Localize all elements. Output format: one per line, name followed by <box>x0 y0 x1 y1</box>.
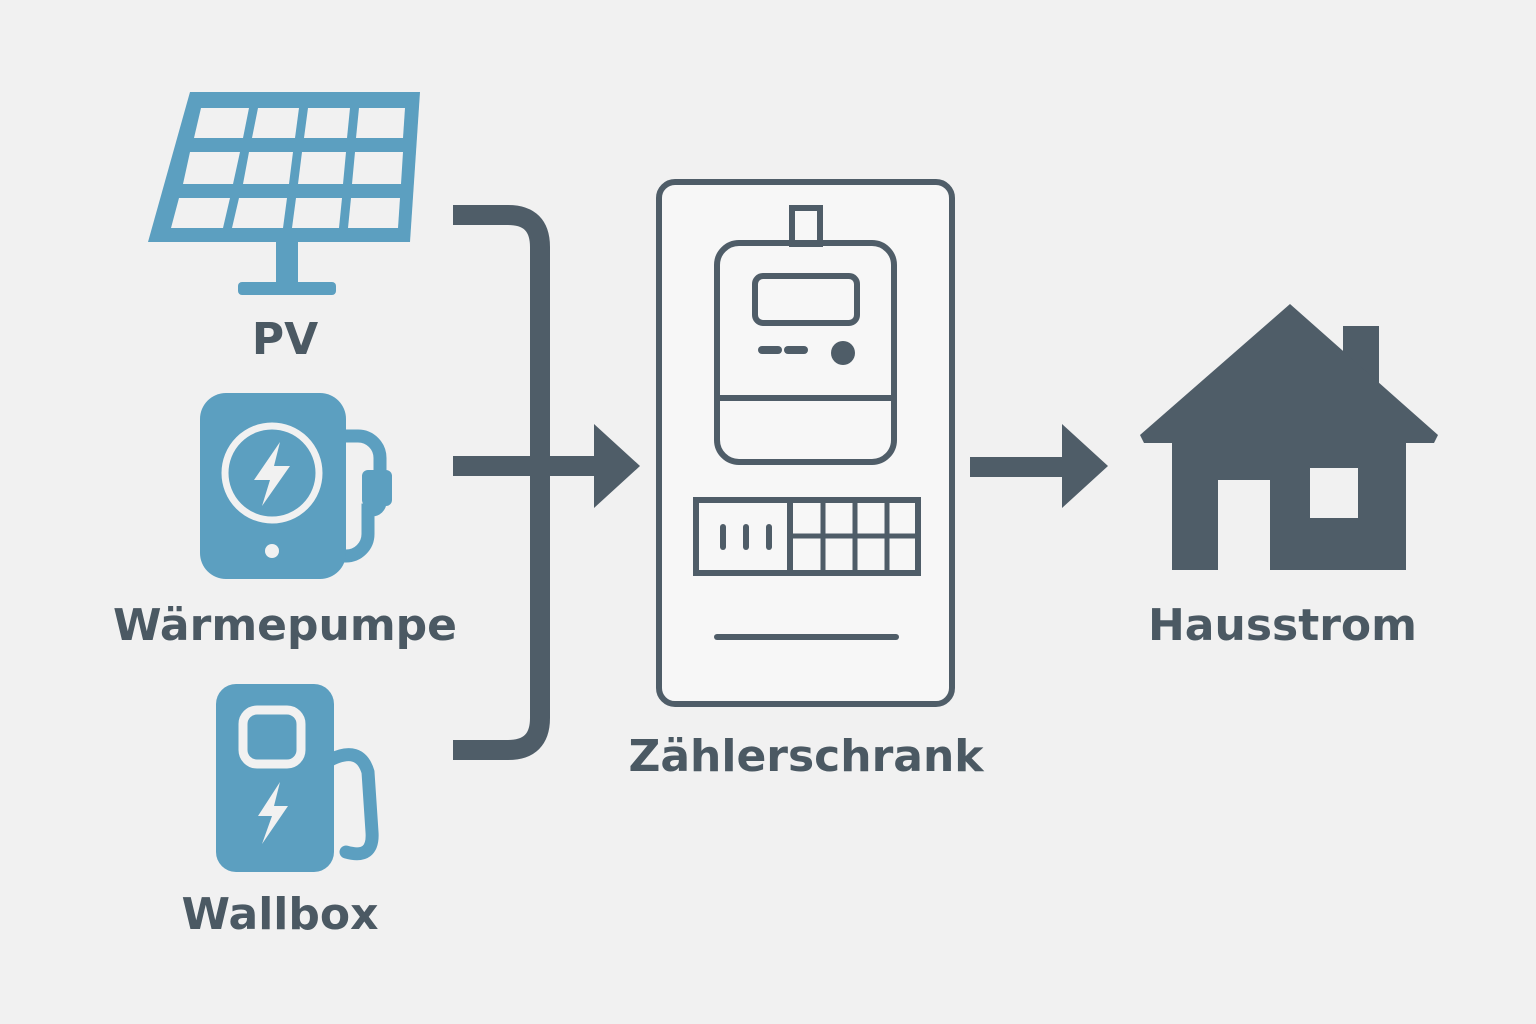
flow-connector <box>453 205 600 760</box>
hausstrom-label: Hausstrom <box>1147 600 1418 651</box>
wallbox-label: Wallbox <box>181 889 379 940</box>
house-icon <box>1140 304 1438 570</box>
arrow-to-cabinet <box>594 424 640 508</box>
heat-pump-icon <box>200 393 392 579</box>
zaehlerschrank-label: Zählerschrank <box>628 731 984 782</box>
ev-charger-icon <box>216 684 379 872</box>
solar-panel-icon <box>148 92 420 295</box>
waermepumpe-label: Wärmepumpe <box>112 600 458 651</box>
arrow-to-house <box>970 424 1108 508</box>
meter-cabinet-icon <box>656 179 955 707</box>
pv-label: PV <box>251 314 319 365</box>
